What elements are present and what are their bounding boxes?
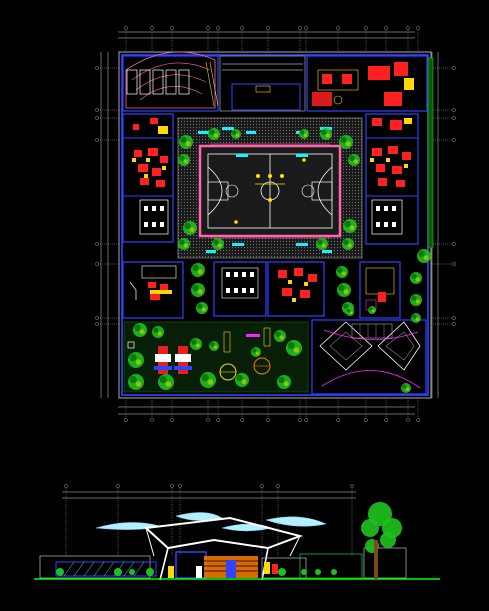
- entrance-hall: [219, 55, 306, 112]
- dimension-lines: [100, 31, 439, 415]
- trees: [128, 128, 431, 393]
- left-classrooms: [122, 113, 174, 243]
- grid-marks-top: [124, 26, 420, 52]
- sports-court: [198, 143, 342, 239]
- grid-marks-right: [431, 66, 456, 326]
- auditorium: [122, 51, 219, 112]
- admin-offices: [306, 55, 428, 112]
- grid-marks-left: [95, 66, 119, 326]
- right-hedge: [427, 57, 434, 249]
- right-classrooms: [365, 113, 419, 245]
- lower-classrooms: [122, 261, 401, 319]
- grid-marks-bottom: [124, 398, 420, 422]
- parking-canopy: [311, 319, 427, 395]
- elevation-trees: [56, 502, 402, 579]
- elevation-view: [34, 484, 440, 581]
